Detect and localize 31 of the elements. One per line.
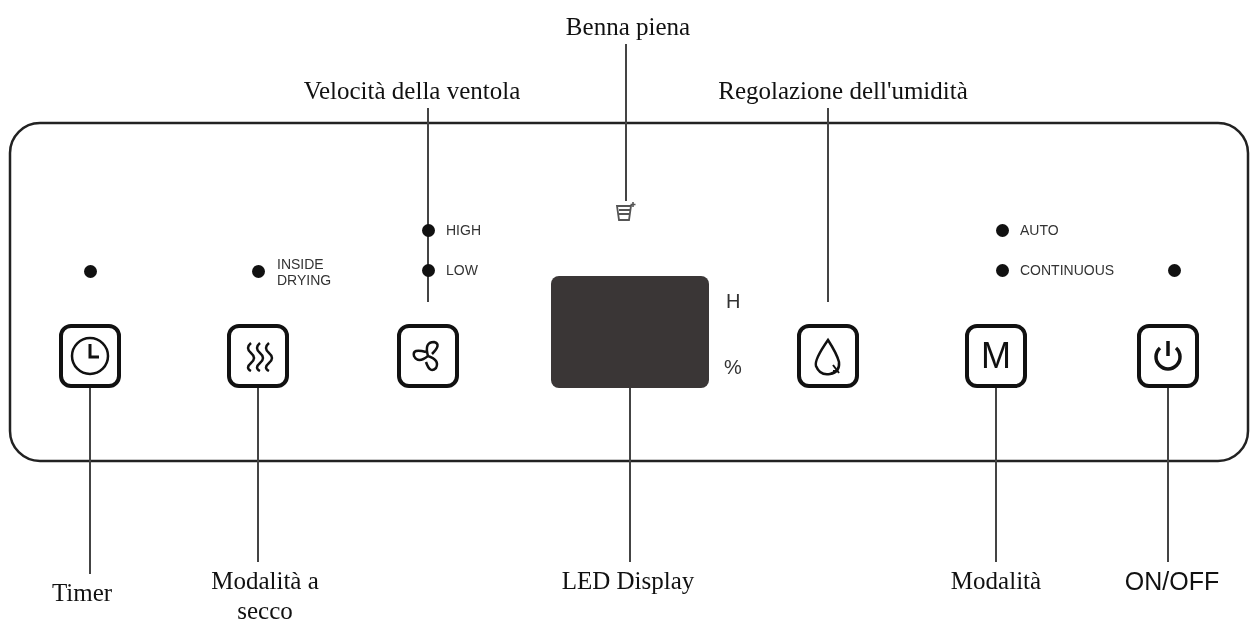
control-button: [797, 324, 859, 388]
indicator-label: INSIDE DRYING: [277, 256, 333, 289]
control-button: M: [965, 324, 1027, 388]
callout-label: Regolazione dell'umidità: [673, 76, 1013, 106]
unit-label: %: [724, 356, 742, 379]
control-button: [227, 324, 289, 388]
callout-label: Modalità: [926, 566, 1066, 596]
leader-line: [89, 387, 91, 575]
control-button: [1137, 324, 1199, 388]
indicator-label: AUTO: [1020, 222, 1059, 239]
leader-line: [1167, 387, 1169, 563]
callout-label: ON/OFF: [1112, 566, 1232, 596]
callout-label: Modalità a secco: [185, 566, 345, 626]
leader-line: [427, 107, 429, 303]
callout-label: LED Display: [538, 566, 718, 596]
leader-line: [625, 43, 627, 202]
indicator-label: LOW: [446, 262, 478, 279]
callout-label: Velocità della ventola: [252, 76, 572, 106]
callout-label: Timer: [32, 578, 132, 608]
tank-full-icon: [615, 201, 637, 223]
leader-line: [827, 107, 829, 303]
callout-label: Benna piena: [528, 12, 728, 42]
leader-line: [995, 387, 997, 563]
indicator-label: CONTINUOUS: [1020, 262, 1115, 279]
control-button: [59, 324, 121, 388]
unit-label: H: [726, 290, 741, 313]
led-display: [551, 276, 709, 388]
control-button: [397, 324, 459, 388]
indicator-label: HIGH: [446, 222, 481, 239]
leader-line: [257, 387, 259, 563]
leader-line: [629, 387, 631, 563]
